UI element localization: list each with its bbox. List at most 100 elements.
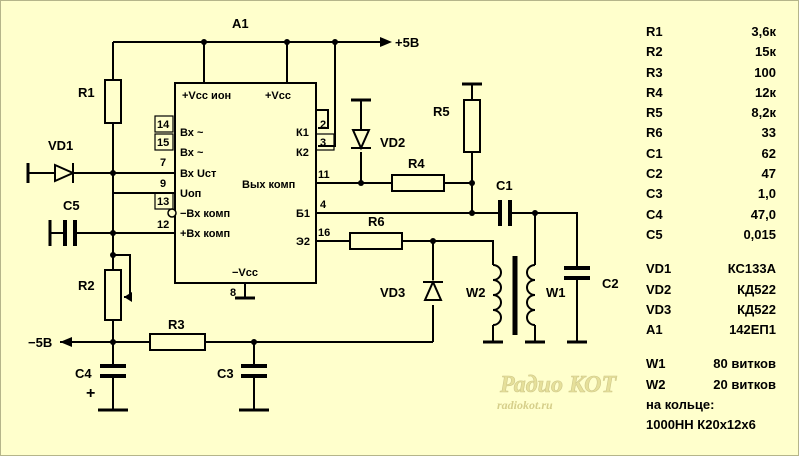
pin-number: 2 bbox=[320, 119, 326, 131]
cap-leads bbox=[75, 212, 578, 386]
spec-name: VD2 bbox=[646, 281, 672, 297]
spec-value: 0,015 bbox=[743, 226, 776, 242]
ic-in-label: +Вх комп bbox=[180, 228, 230, 240]
spec-name: C5 bbox=[646, 226, 663, 242]
ic-out-label: Вых комп bbox=[242, 179, 295, 191]
pin-number: 7 bbox=[160, 157, 166, 169]
resistor-r3 bbox=[149, 333, 206, 351]
transformer bbox=[492, 264, 536, 326]
pin-boxes bbox=[154, 115, 335, 210]
spec-row: VD3 КД522 bbox=[646, 300, 776, 320]
diode-vd1 bbox=[54, 163, 76, 183]
spec-value: 1,0 bbox=[757, 186, 776, 202]
spec-name: C3 bbox=[646, 186, 663, 202]
spec-name: W1 bbox=[646, 356, 666, 372]
pin-number: 8 bbox=[230, 287, 236, 299]
resistors bbox=[104, 79, 481, 351]
resistor-r2 bbox=[104, 269, 122, 321]
spec-row: VD2 КД522 bbox=[646, 280, 776, 300]
spec-row: W1 80 витков bbox=[646, 354, 776, 374]
diode-vd3 bbox=[423, 279, 443, 301]
spec-name: A1 bbox=[646, 322, 663, 338]
label-c2: C2 bbox=[602, 276, 619, 291]
label-r1: R1 bbox=[78, 85, 95, 100]
ic-top-left-label: +Vcc ион bbox=[182, 90, 231, 102]
label-r2: R2 bbox=[78, 278, 95, 293]
pin-number: 4 bbox=[320, 199, 327, 211]
spec-row: W2 20 витков bbox=[646, 375, 776, 395]
label-c1: C1 bbox=[496, 178, 513, 193]
spec-name: VD3 bbox=[646, 301, 672, 317]
spec-value: 3,6к bbox=[751, 24, 776, 39]
core-note-line-1: на кольце: bbox=[646, 397, 715, 413]
arrow-icon bbox=[380, 37, 392, 47]
ic-out-label: К2 bbox=[296, 147, 309, 159]
spec-value: КС133А bbox=[727, 261, 776, 277]
core-note-line-2: 1000НН К20х12х6 bbox=[646, 417, 756, 433]
label-c5: C5 bbox=[63, 198, 80, 213]
pin-number: 3 bbox=[320, 137, 326, 149]
spec-row: C3 1,0 bbox=[646, 184, 776, 204]
supply-neg-label: −5В bbox=[28, 335, 52, 350]
junction-dots bbox=[110, 39, 538, 345]
spec-name: W2 bbox=[646, 376, 666, 392]
label-r3: R3 bbox=[168, 317, 185, 332]
label-r4: R4 bbox=[408, 156, 425, 171]
resistor-r6 bbox=[349, 232, 403, 250]
pin-number: 15 bbox=[157, 137, 169, 149]
c4-plus-mark: + bbox=[86, 385, 95, 402]
ic-out-label: Б1 bbox=[296, 208, 310, 220]
diodes bbox=[54, 122, 443, 301]
ic-in-label: Вх Uст bbox=[180, 168, 217, 180]
spec-value: 20 витков bbox=[713, 376, 776, 392]
label-r6: R6 bbox=[368, 214, 385, 229]
watermark-url: radiokot.ru bbox=[497, 398, 553, 412]
spec-name: R5 bbox=[646, 105, 663, 121]
spec-value: 12к bbox=[755, 84, 776, 100]
spec-name: C2 bbox=[646, 166, 663, 182]
spec-value: 100 bbox=[754, 64, 776, 80]
pin-number: 12 bbox=[157, 219, 169, 231]
ic-in-label: Вх ~ bbox=[180, 147, 204, 159]
trimmer-arrow-icon bbox=[124, 292, 132, 302]
label-vd3: VD3 bbox=[380, 285, 405, 300]
ic-out-label: Э2 bbox=[296, 236, 310, 248]
ic-in-label: Uоп bbox=[180, 188, 201, 200]
ic-a1-body bbox=[174, 82, 317, 284]
circuit-diagram: A1 +5В −5В R1 R2 R3 R4 R5 R6 C1 C2 C3 C4… bbox=[26, 16, 619, 412]
ground-symbols bbox=[26, 82, 587, 412]
pin-number: 13 bbox=[157, 196, 169, 208]
spec-value: 47,0 bbox=[750, 206, 776, 222]
pin-number: 14 bbox=[157, 119, 170, 131]
label-w2: W2 bbox=[466, 285, 486, 300]
pin-number: 11 bbox=[318, 169, 330, 181]
spec-value: КД522 bbox=[737, 281, 776, 297]
spec-value: 142ЕП1 bbox=[729, 322, 776, 338]
spec-name: R6 bbox=[646, 125, 663, 141]
spec-name: C1 bbox=[646, 145, 663, 161]
spec-value: КД522 bbox=[737, 301, 776, 317]
resistor-r5 bbox=[463, 99, 481, 153]
ic-top-right-label: +Vcc bbox=[265, 90, 291, 102]
pin-number: 9 bbox=[160, 178, 166, 190]
spec-value: 80 витков bbox=[713, 356, 776, 372]
label-c3: C3 bbox=[217, 366, 234, 381]
arrow-icon bbox=[60, 337, 72, 347]
ic-title: A1 bbox=[232, 16, 249, 31]
label-w1: W1 bbox=[546, 285, 566, 300]
label-vd1: VD1 bbox=[48, 138, 73, 153]
spec-name: R2 bbox=[646, 44, 663, 60]
pin-number: 16 bbox=[318, 227, 330, 239]
